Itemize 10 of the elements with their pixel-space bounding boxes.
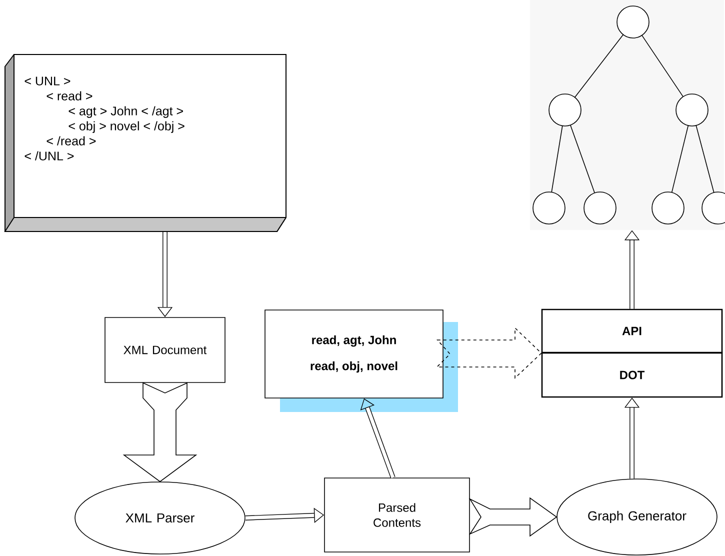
process-box: Parsed Contents [324, 478, 470, 552]
arrow [122, 382, 198, 482]
api-cell: API [541, 308, 723, 354]
process-box: XML Document [104, 317, 226, 383]
tree-drawing [530, 0, 725, 230]
format-cell: DOT [541, 352, 723, 398]
arrow [436, 327, 542, 379]
arrow [468, 497, 558, 537]
tuple-box: read, agt, John read, obj, novel [264, 310, 458, 412]
code-box: < UNL > < read > < agt > John < /agt > < obj > novel < /obj > < /read > < /UNL > [4, 54, 286, 232]
